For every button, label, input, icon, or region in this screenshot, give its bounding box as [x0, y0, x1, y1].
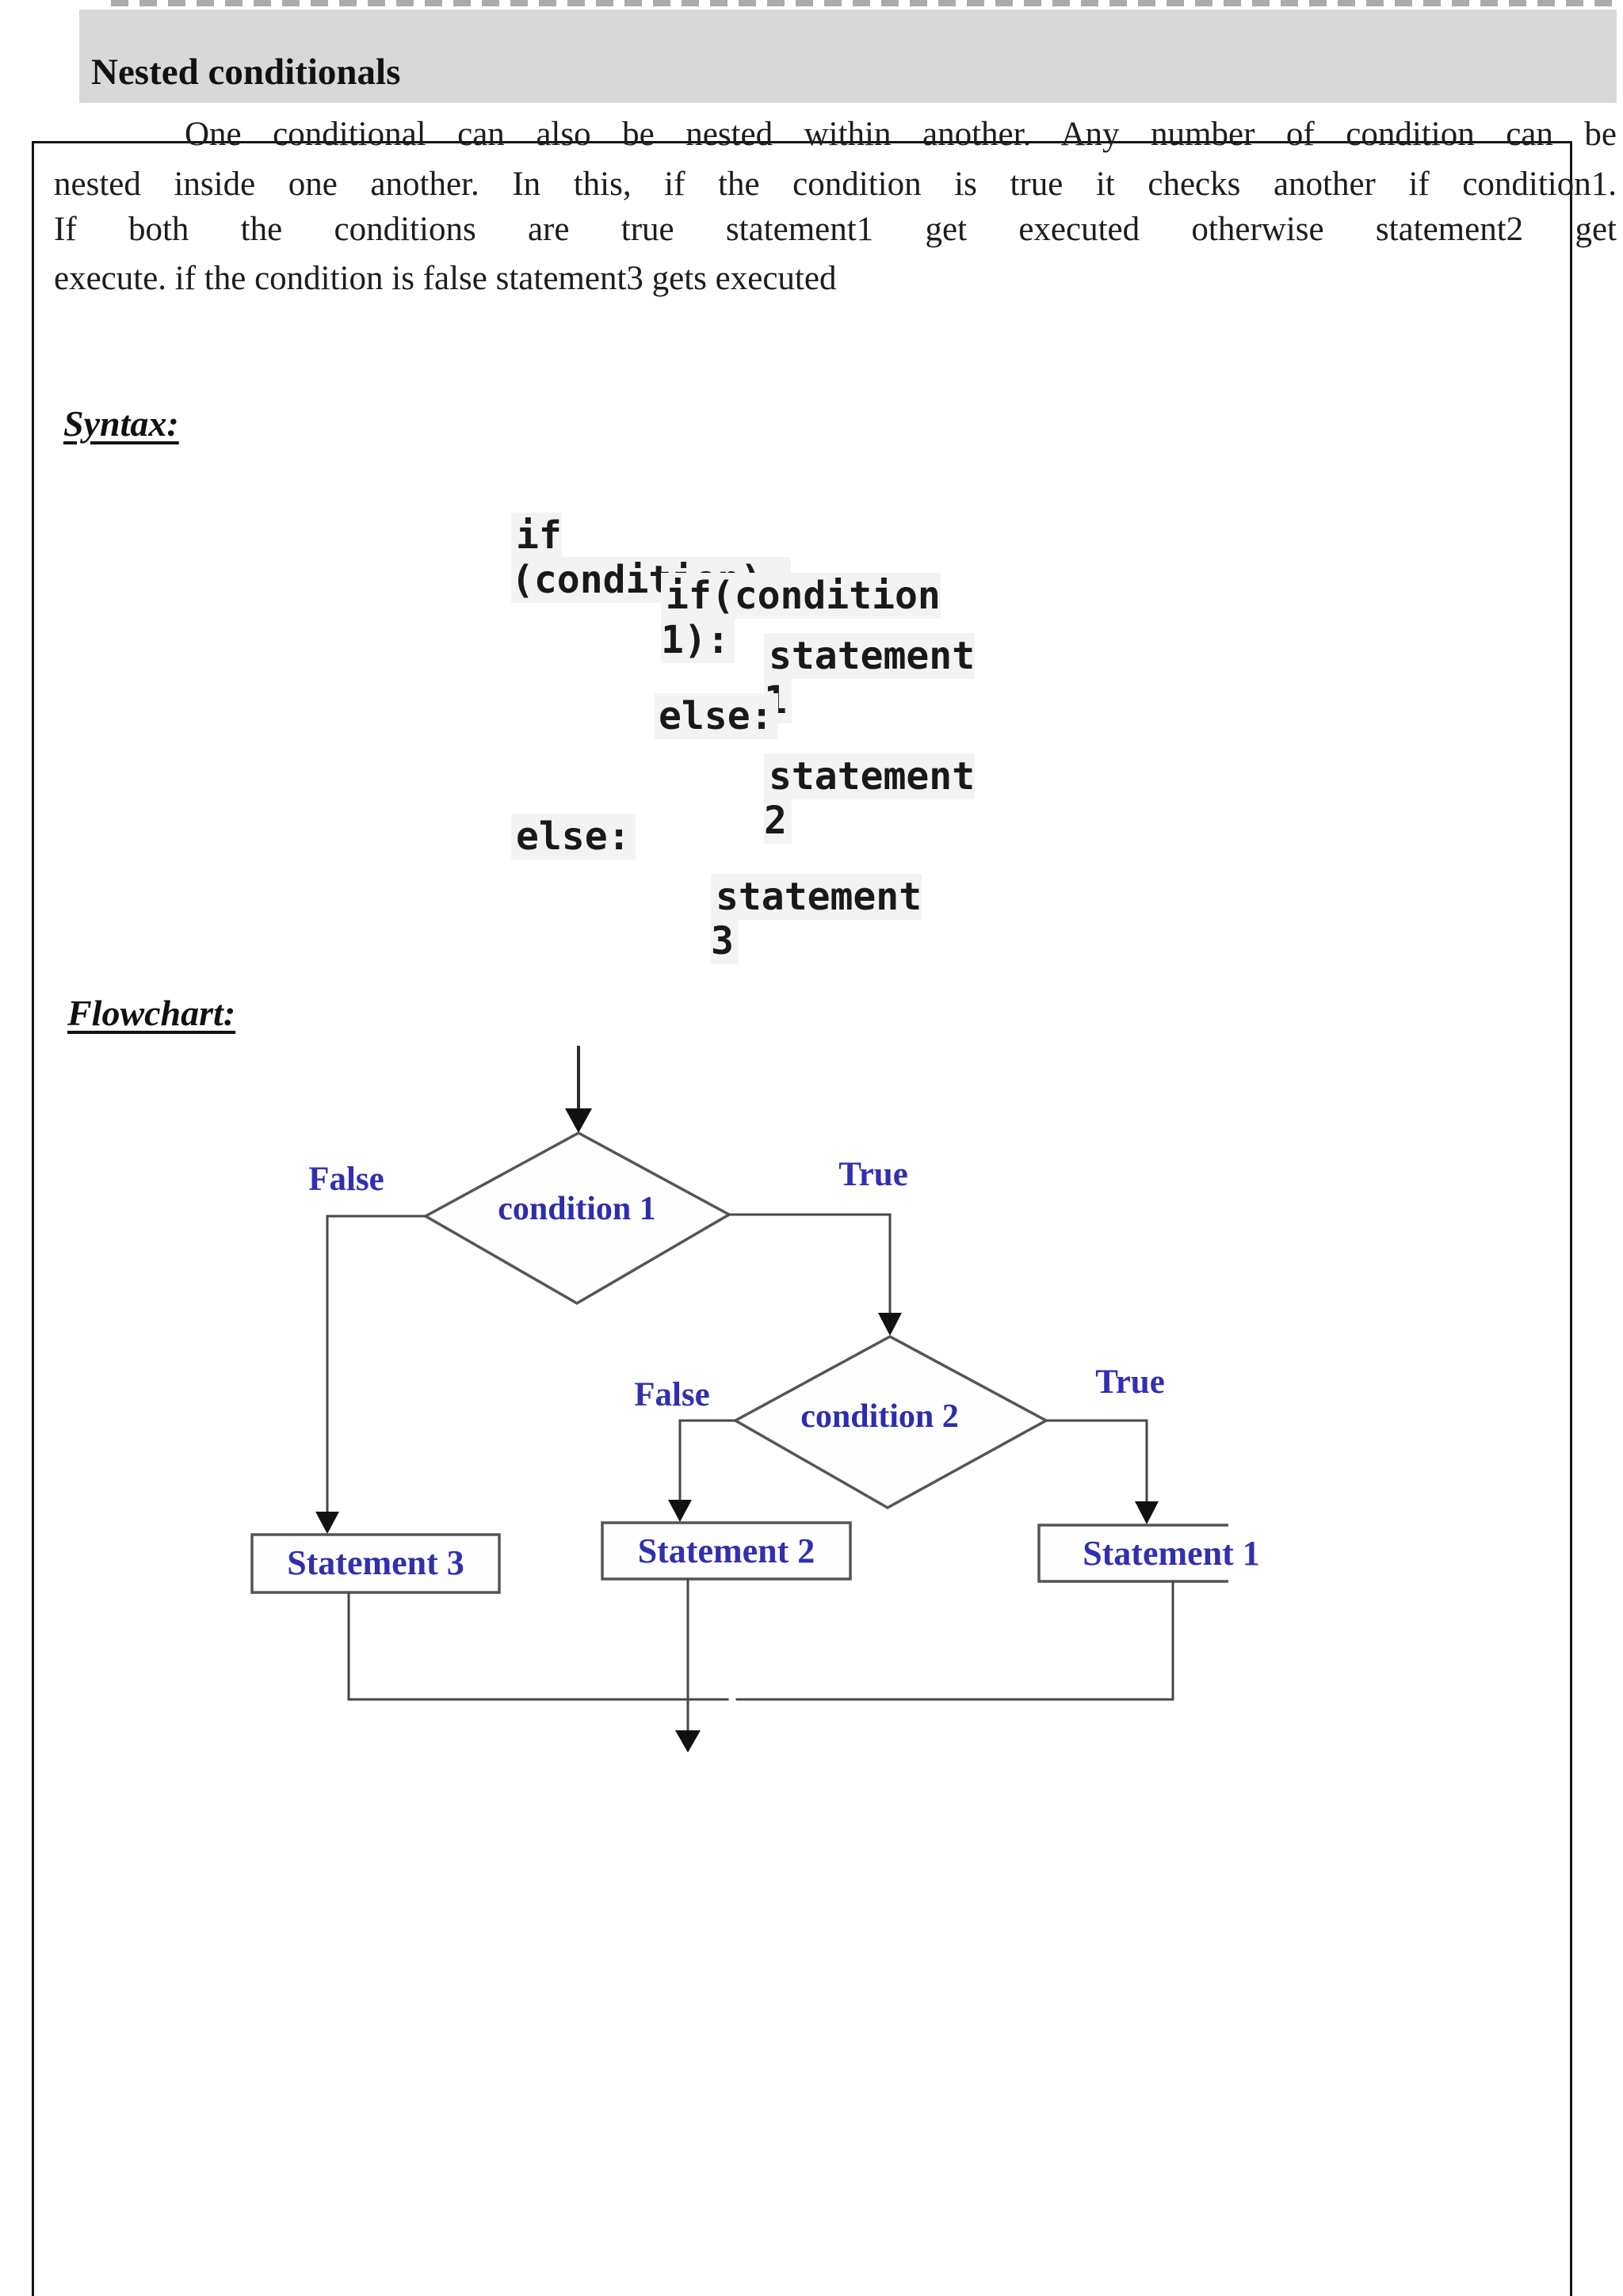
- code-text: statement 2: [764, 753, 976, 844]
- code-text: statement 3: [711, 874, 922, 964]
- paragraph-line: If both the conditions are true statemen…: [54, 211, 1617, 248]
- statement-3-label: Statement 3: [287, 1543, 464, 1582]
- condition-1-label: condition 1: [498, 1191, 656, 1227]
- false-label-2: False: [634, 1376, 710, 1413]
- statement-1-label: Statement 1: [1083, 1534, 1260, 1573]
- code-text: statement 1: [764, 633, 976, 723]
- true-branch-2-line: [1044, 1419, 1148, 1503]
- page-top-dashed-border: [111, 0, 1623, 6]
- true-label-2: True: [1095, 1363, 1165, 1401]
- true-branch-1-line: [727, 1213, 892, 1314]
- code-line: else:: [511, 814, 636, 860]
- false-branch-2-arrowhead-icon: [668, 1500, 692, 1522]
- statement-1-box: [1037, 1524, 1228, 1583]
- code-text: else:: [654, 693, 778, 739]
- statement-2-label: Statement 2: [637, 1531, 815, 1570]
- true-label-1: True: [838, 1156, 908, 1193]
- section-header-band: [79, 10, 1617, 103]
- syntax-heading: Syntax:: [63, 403, 179, 444]
- true-branch-2-arrowhead-icon: [1135, 1501, 1159, 1524]
- false-branch-1-line: [326, 1215, 427, 1513]
- statement-2-box: [601, 1521, 852, 1581]
- condition-2-label: condition 2: [800, 1398, 959, 1435]
- entry-arrowhead-icon: [565, 1108, 592, 1133]
- false-label-1: False: [308, 1161, 384, 1198]
- code-text: else:: [511, 814, 636, 860]
- page-title: Nested conditionals: [91, 51, 401, 93]
- false-branch-2-line: [678, 1419, 737, 1501]
- paragraph-line: execute. if the condition is false state…: [54, 260, 837, 297]
- code-line: statement 1: [764, 633, 976, 723]
- code-line: statement 2: [764, 753, 976, 844]
- code-line: statement 3: [711, 874, 922, 964]
- flowchart-heading: Flowchart:: [67, 993, 236, 1033]
- text-box-border: [32, 141, 1572, 2296]
- code-line: else:: [654, 693, 778, 739]
- true-branch-1-arrowhead-icon: [878, 1313, 902, 1336]
- exit-arrowhead-icon: [675, 1730, 701, 1753]
- paragraph-line: One conditional can also be nested withi…: [185, 116, 1617, 153]
- paragraph-line: nested inside one another. In this, if t…: [54, 166, 1617, 203]
- flowchart-canvas: [250, 1046, 1228, 1753]
- decision-1-diamond: [422, 1131, 732, 1306]
- decision-2-diamond: [732, 1335, 1049, 1510]
- statement-3-box: [250, 1533, 501, 1594]
- false-branch-1-arrowhead-icon: [315, 1512, 339, 1534]
